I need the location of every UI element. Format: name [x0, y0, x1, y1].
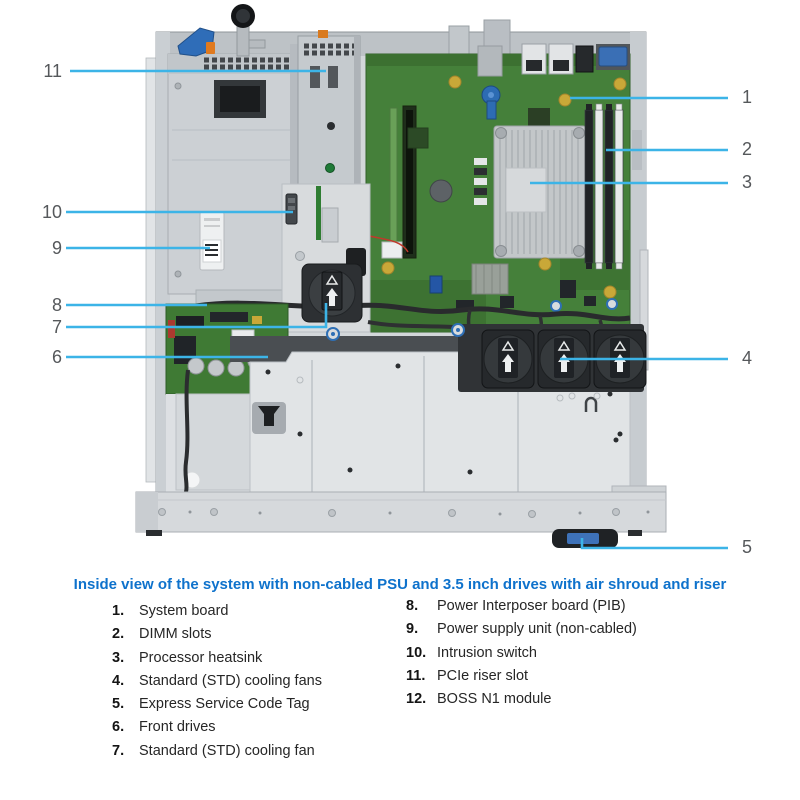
callout-line-5 [580, 538, 728, 550]
legend-item-number: 3. [112, 649, 125, 666]
legend-item-label: PCIe riser slot [437, 667, 529, 684]
legend-item-label: BOSS N1 module [437, 691, 552, 708]
legend-item-number: 12. [406, 691, 427, 708]
server-figure: 11 10 9 8 7 6 1 2 3 4 5 [41, 4, 753, 557]
legend-item-number: 2. [112, 626, 125, 643]
express-service-code-tag [552, 529, 618, 548]
legend-column-right: 8. Power Interposer board (PIB) 9. Power s… [406, 595, 637, 711]
legend-item-10: 10. Intrusion switch [406, 642, 637, 665]
legend-item-2: 2. DIMM slots [112, 623, 322, 646]
release-latch [177, 4, 266, 57]
callout-number-7: 7 [51, 317, 62, 337]
legend-item-label: Intrusion switch [437, 644, 537, 661]
psu-label [199, 211, 225, 271]
legend-item-label: System board [139, 603, 229, 619]
dimm-slots [584, 103, 624, 270]
cooling-fan-single [301, 263, 363, 323]
legend-item-number: 8. [406, 598, 419, 614]
system-board [351, 43, 631, 333]
callout-number-1: 1 [742, 87, 753, 107]
legend-item-label: Standard (STD) cooling fan [139, 742, 315, 759]
legend-item-number: 10. [406, 644, 427, 661]
legend-item-number: 9. [406, 621, 419, 638]
figure-caption: Inside view of the system with non-cable… [73, 576, 727, 593]
callout-number-2: 2 [742, 139, 753, 159]
callout-number-9: 9 [51, 238, 62, 258]
callout-line-7 [66, 303, 328, 329]
callout-number-5: 5 [742, 537, 753, 557]
callout-number-11: 11 [43, 61, 62, 81]
callout-number-6: 6 [51, 347, 62, 367]
callout-lines [66, 69, 728, 550]
legend-item-label: Power Interposer board (PIB) [437, 598, 626, 614]
legend-item-label: Processor heatsink [139, 649, 263, 666]
cooling-fan-1 [481, 329, 535, 389]
legend-item-number: 4. [112, 672, 125, 689]
rear-io-ports [477, 43, 630, 77]
legend-item-4: 4. Standard (STD) cooling fans [112, 670, 322, 693]
legend-item-label: Express Service Code Tag [139, 696, 310, 713]
legend-item-label: Standard (STD) cooling fans [139, 672, 322, 689]
callout-number-4: 4 [742, 348, 753, 368]
legend-item-number: 5. [112, 696, 125, 713]
legend-item-12: 12. BOSS N1 module [406, 688, 637, 711]
legend-item-9: 9. Power supply unit (non-cabled) [406, 618, 637, 641]
legend-item-label: Power supply unit (non-cabled) [437, 621, 637, 638]
callout-number-8: 8 [51, 295, 62, 315]
legend-item-label: Front drives [139, 719, 216, 736]
legend-item-number: 7. [112, 742, 125, 759]
riser-card-edge [316, 186, 321, 240]
legend-item-number: 6. [112, 719, 125, 736]
legend-item-11: 11. PCIe riser slot [406, 665, 637, 688]
legend-item-5: 5. Express Service Code Tag [112, 693, 322, 716]
legend-column-left: 1. System board 2. DIMM slots 3. Processor … [112, 600, 322, 763]
pcie-riser-cage [290, 30, 361, 207]
legend-item-1: 1. System board [112, 600, 322, 623]
legend-item-number: 1. [112, 603, 125, 619]
legend-item-7: 7. Standard (STD) cooling fan [112, 740, 322, 763]
front-panel [135, 485, 667, 548]
legend-item-3: 3. Processor heatsink [112, 647, 322, 670]
callout-number-3: 3 [742, 172, 753, 192]
server-inside-view-illustration [66, 4, 728, 550]
intrusion-switch [285, 193, 298, 225]
callout-number-10: 10 [41, 202, 62, 222]
legend-item-6: 6. Front drives [112, 716, 322, 739]
legend-item-number: 11. [406, 667, 426, 684]
vga-port [598, 46, 628, 67]
legend-item-label: DIMM slots [139, 626, 212, 643]
processor-heatsink [493, 125, 587, 259]
legend-item-8: 8. Power Interposer board (PIB) [406, 595, 637, 618]
